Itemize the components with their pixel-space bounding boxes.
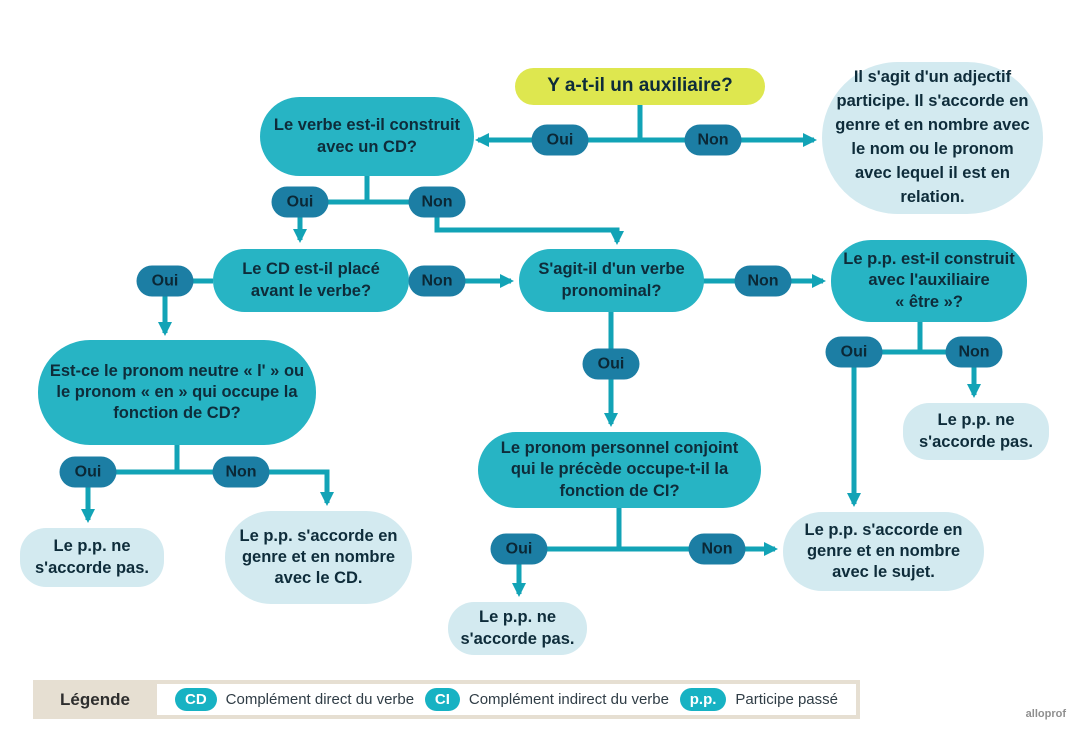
node-question-pronom-ci: Le pronom personnel conjoint qui le préc…	[478, 432, 761, 508]
legend-pp-badge: p.p.	[679, 688, 727, 711]
legend: Légende CD Complément direct du verbe CI…	[33, 680, 860, 719]
node-question-verbe-pronominal: S'agit-il d'un verbe pronominal?	[519, 249, 704, 312]
pill-oui-cd-place: Oui	[136, 265, 194, 297]
pill-non-verbe-cd: Non	[408, 186, 466, 218]
pill-oui-etre: Oui	[825, 336, 883, 368]
node-question-cd-place: Le CD est-il placé avant le verbe?	[213, 249, 409, 312]
node-result-pas-accord-milieu: Le p.p. ne s'accorde pas.	[448, 602, 587, 655]
node-result-accord-sujet: Le p.p. s'accorde en genre et en nombre …	[783, 512, 984, 591]
pill-non-etre: Non	[945, 336, 1003, 368]
pill-oui-ci: Oui	[490, 533, 548, 565]
node-question-auxiliaire-etre: Le p.p. est-il construit avec l'auxiliai…	[831, 240, 1027, 322]
legend-ci-label: Complément indirect du verbe	[468, 691, 669, 708]
pill-oui-verbe-cd: Oui	[271, 186, 329, 218]
legend-cd-badge: CD	[175, 688, 217, 711]
legend-ci-badge: CI	[424, 688, 460, 711]
node-question-verbe-cd: Le verbe est-il construit avec un CD?	[260, 97, 474, 176]
node-result-accord-cd: Le p.p. s'accorde en genre et en nombre …	[225, 511, 412, 604]
legend-item-ci: CI Complément indirect du verbe	[424, 688, 669, 711]
legend-pp-label: Participe passé	[735, 691, 838, 708]
node-question-auxiliaire: Y a-t-il un auxiliaire?	[515, 68, 765, 105]
legend-cd-label: Complément direct du verbe	[225, 691, 415, 708]
node-result-pas-accord-gauche: Le p.p. ne s'accorde pas.	[20, 528, 164, 587]
pill-non-auxiliaire: Non	[684, 124, 742, 156]
node-question-pronom-neutre: Est-ce le pronom neutre « l' » ou le pro…	[38, 340, 316, 445]
watermark: alloprof	[1025, 708, 1066, 720]
node-result-pas-accord-droite: Le p.p. ne s'accorde pas.	[903, 403, 1049, 460]
pill-non-ci: Non	[688, 533, 746, 565]
pill-oui-auxiliaire: Oui	[531, 124, 589, 156]
pill-non-pronom-neutre: Non	[212, 456, 270, 488]
node-result-adjectif-participe: Il s'agit d'un adjectif participe. Il s'…	[822, 62, 1043, 214]
pill-oui-pronom-neutre: Oui	[59, 456, 117, 488]
legend-title: Légende	[60, 689, 130, 709]
legend-items: CD Complément direct du verbe CI Complém…	[157, 684, 856, 715]
legend-item-pp: p.p. Participe passé	[679, 688, 838, 711]
pill-non-cd-place: Non	[408, 265, 466, 297]
legend-item-cd: CD Complément direct du verbe	[175, 688, 414, 711]
pill-oui-pronominal: Oui	[582, 348, 640, 380]
pill-non-pronominal: Non	[734, 265, 792, 297]
